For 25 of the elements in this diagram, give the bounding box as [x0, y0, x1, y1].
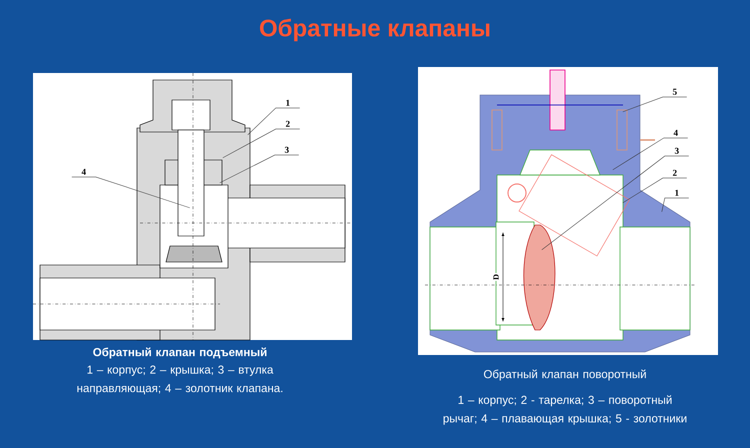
leader-line — [222, 128, 300, 158]
callout-number: 4 — [674, 130, 678, 136]
callout-number: 2 — [286, 120, 290, 127]
callout-number: 5 — [672, 88, 677, 95]
leader-line — [72, 176, 190, 208]
leader-line — [622, 178, 688, 204]
leader-line — [662, 198, 690, 212]
callout-number: 3 — [284, 146, 289, 153]
title: Обратные клапаны — [260, 18, 490, 42]
callout-number: 1 — [286, 100, 290, 106]
leader-line — [622, 96, 688, 112]
callout-number: 4 — [82, 168, 86, 175]
callout-number: 2 — [672, 170, 677, 176]
callout-number: 1 — [675, 190, 679, 196]
callout-number: 3 — [674, 148, 679, 154]
leader-line — [542, 156, 690, 250]
caption-text: 1 – корпус; 2 - тарелка; 3 – поворотный рычаг; 4 – плавающая крышка; 5 - золотники — [444, 395, 686, 425]
caption-heading: Обратный клапан поворотный — [484, 370, 646, 380]
swing-check-valve-drawing — [418, 67, 718, 355]
lift-check-valve-drawing — [32, 72, 352, 340]
leader-line — [612, 138, 688, 170]
leader-line — [220, 154, 300, 184]
caption-text: 1 – корпус; 2 – крышка; 3 – втулка направляющая; 4 – золотник клапана. — [77, 366, 282, 394]
caption-heading: Обратный клапан подъемный — [93, 348, 266, 358]
leader-line — [248, 108, 300, 136]
